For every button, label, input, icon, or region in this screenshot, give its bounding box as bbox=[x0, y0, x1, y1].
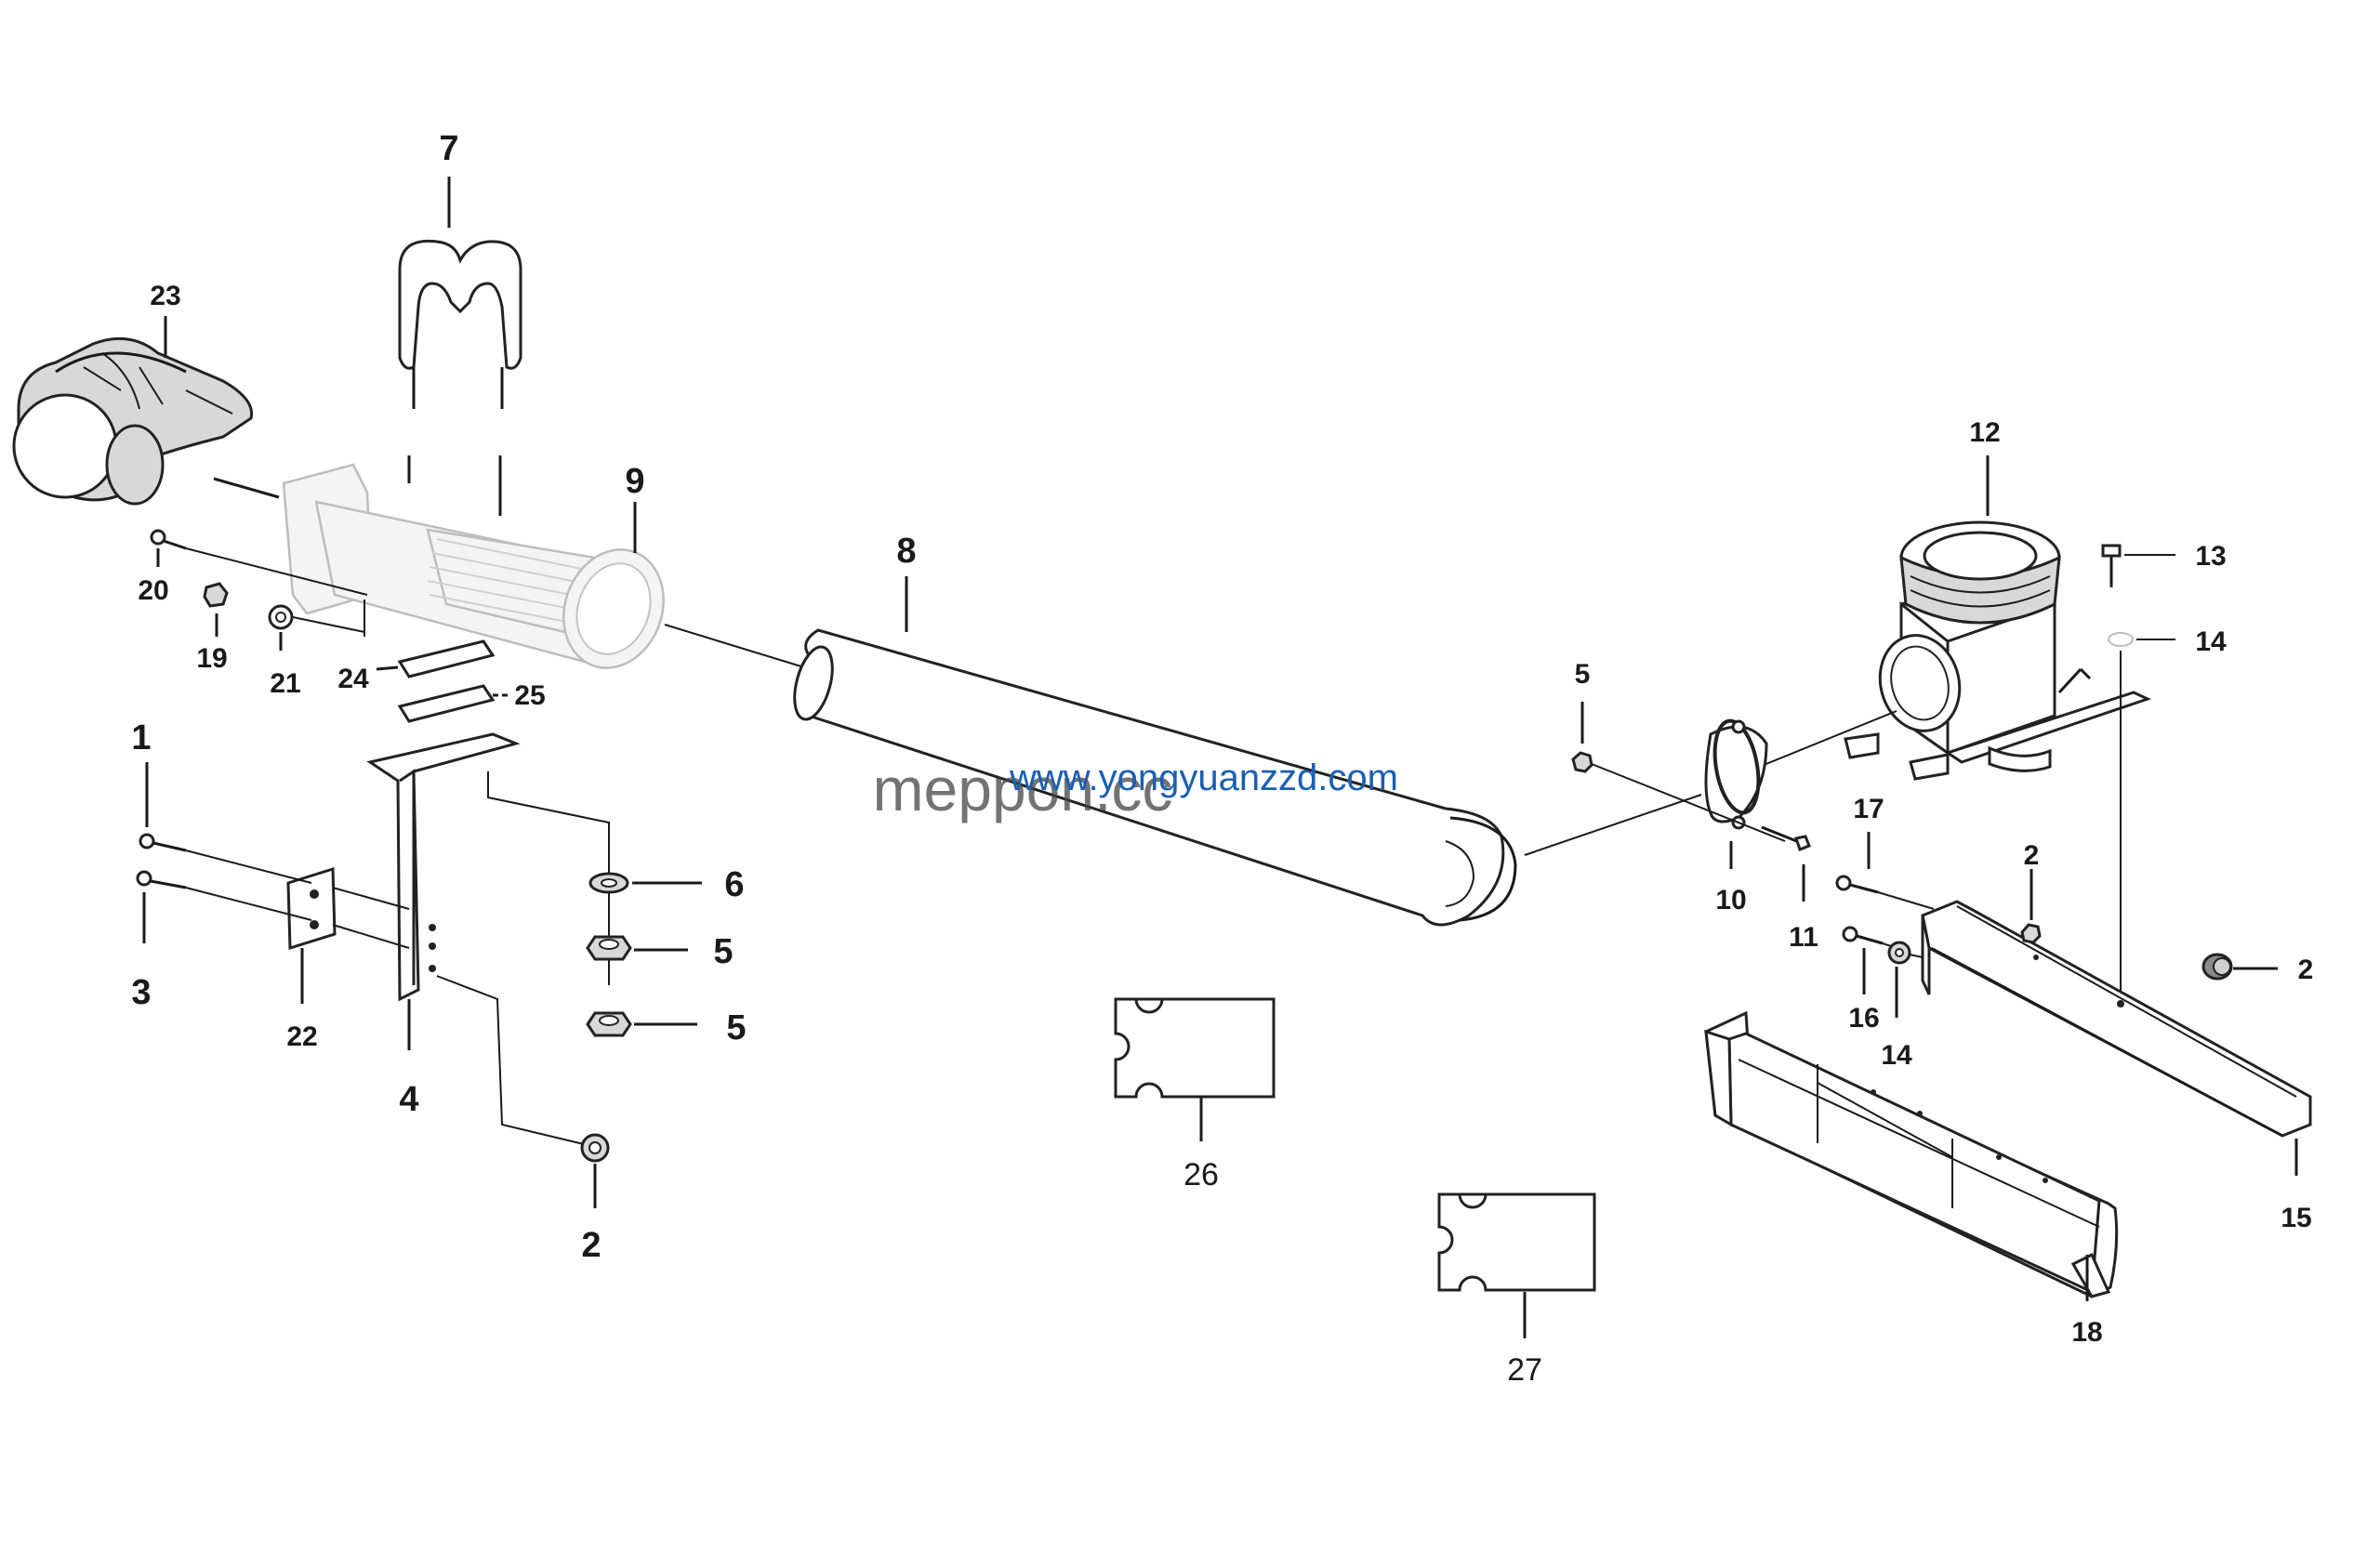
label-16: 16 bbox=[1848, 1003, 1879, 1034]
label-10: 10 bbox=[1715, 885, 1746, 915]
label-11: 11 bbox=[1789, 922, 1818, 953]
part-9-bellows-pipe bbox=[282, 463, 665, 669]
part-3-bolt bbox=[136, 870, 187, 889]
part-1-bolt bbox=[139, 833, 187, 852]
label-17: 17 bbox=[1853, 794, 1884, 824]
label-3: 3 bbox=[131, 973, 151, 1012]
part-24-pad bbox=[397, 639, 496, 678]
label-19: 19 bbox=[196, 643, 227, 674]
part-23-muffler bbox=[12, 336, 254, 506]
label-12: 12 bbox=[1969, 417, 2000, 448]
label-26: 26 bbox=[1183, 1157, 1219, 1192]
label-14-top: 14 bbox=[2195, 626, 2227, 657]
part-11-bolt bbox=[1761, 825, 1811, 851]
part-8-pipe bbox=[793, 628, 1517, 927]
label-2-rail: 2 bbox=[2024, 840, 2040, 871]
label-2-far-right: 2 bbox=[2298, 955, 2314, 985]
label-21: 21 bbox=[270, 668, 300, 699]
part-7-u-clamp bbox=[398, 239, 522, 516]
part-13-bolt bbox=[2101, 544, 2122, 587]
label-15: 15 bbox=[2281, 1203, 2311, 1233]
label-5-right: 5 bbox=[1575, 659, 1591, 690]
label-7: 7 bbox=[439, 129, 458, 168]
part-2-nut-rail bbox=[2020, 923, 2042, 944]
part-10-clamp bbox=[1704, 718, 1768, 830]
part-18-tray bbox=[1704, 1010, 2119, 1298]
watermark-secondary: meppon.cc bbox=[873, 755, 1173, 823]
part-22-plate bbox=[286, 866, 337, 951]
part-16-bolt bbox=[1842, 926, 1884, 945]
part-6-washer bbox=[588, 872, 629, 894]
part-5-nut-lower bbox=[586, 1011, 632, 1037]
part-4-bracket bbox=[366, 732, 521, 1002]
label-5-upper: 5 bbox=[713, 932, 733, 971]
label-20: 20 bbox=[138, 575, 168, 606]
label-5-lower: 5 bbox=[726, 1008, 746, 1047]
label-9: 9 bbox=[625, 462, 644, 501]
part-2-nut-far-right bbox=[2202, 953, 2233, 981]
part-20-bolt bbox=[150, 529, 187, 550]
part-25-pad bbox=[397, 684, 496, 723]
part-19-nut bbox=[203, 582, 229, 608]
part-2-nut-left bbox=[580, 1133, 610, 1163]
part-14-washer-lower bbox=[1887, 941, 1911, 965]
label-22: 22 bbox=[286, 1021, 317, 1052]
label-6: 6 bbox=[724, 865, 744, 904]
part-5-nut-upper bbox=[586, 935, 632, 961]
label-18: 18 bbox=[2071, 1317, 2102, 1348]
label-23: 23 bbox=[150, 281, 180, 311]
part-27-sticker bbox=[1437, 1192, 1596, 1292]
part-12-valve bbox=[1844, 520, 2152, 781]
label-8: 8 bbox=[896, 532, 916, 571]
label-25: 25 bbox=[514, 680, 545, 711]
label-4: 4 bbox=[399, 1080, 418, 1119]
part-21-washer bbox=[268, 604, 294, 630]
label-1: 1 bbox=[131, 718, 151, 757]
part-17-bolt bbox=[1835, 875, 1879, 894]
part-5-nut-right bbox=[1571, 751, 1593, 773]
label-24: 24 bbox=[337, 664, 369, 694]
label-2-left: 2 bbox=[581, 1226, 601, 1265]
watermark-primary: www.yongyuanzzd.com bbox=[1009, 757, 1398, 798]
label-27: 27 bbox=[1507, 1352, 1542, 1388]
part-14-washer-top bbox=[2108, 632, 2134, 647]
part-26-sticker bbox=[1114, 997, 1276, 1099]
label-13: 13 bbox=[2195, 541, 2226, 572]
part-15-rail bbox=[1921, 900, 2312, 1138]
label-14-lower: 14 bbox=[1881, 1040, 1912, 1071]
